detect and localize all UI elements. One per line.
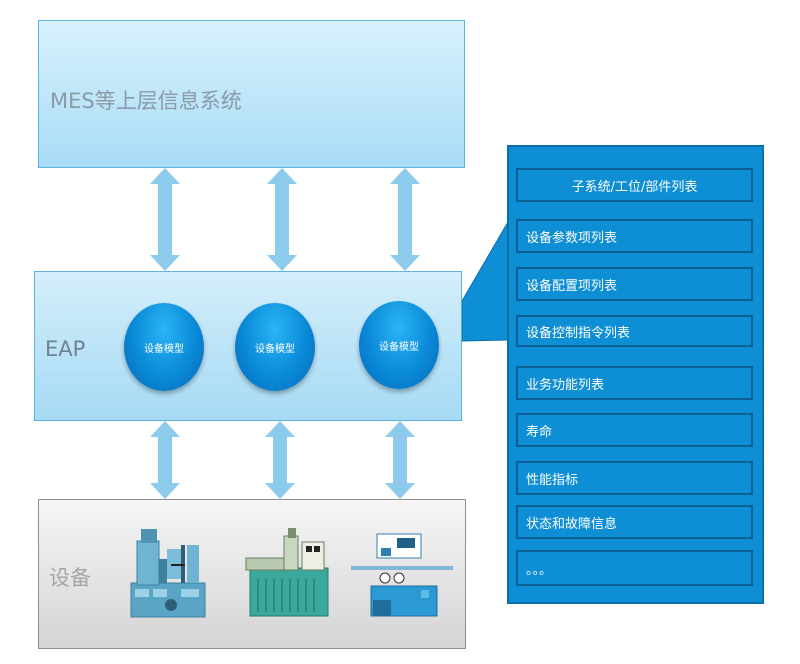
panel-item-subsystem-list: 子系统/工位/部件列表 xyxy=(516,168,753,202)
eap-label: EAP xyxy=(45,337,86,361)
panel-item-label: 设备配置项列表 xyxy=(526,278,618,294)
panel-item-label: 子系统/工位/部件列表 xyxy=(571,179,698,195)
mes-system-label: MES等上层信息系统 xyxy=(50,89,242,113)
equipment-model-label: 设备模型 xyxy=(379,341,419,353)
panel-item-control-command-list: 设备控制指令列表 xyxy=(516,315,753,347)
double-arrow-lower-1 xyxy=(150,421,180,499)
equipment-label: 设备 xyxy=(49,566,91,590)
panel-item-label: 状态和故障信息 xyxy=(526,516,618,532)
panel-item-label: 寿命 xyxy=(526,424,553,440)
panel-item-label: 设备控制指令列表 xyxy=(526,325,631,341)
panel-item-lifetime: 寿命 xyxy=(516,413,753,447)
double-arrow-lower-2 xyxy=(265,421,295,499)
equipment-model-label: 设备模型 xyxy=(144,343,184,355)
equipment-model-label: 设备模型 xyxy=(255,343,295,355)
mes-system-box: MES等上层信息系统 xyxy=(38,20,465,168)
panel-item-config-list: 设备配置项列表 xyxy=(516,267,753,301)
panel-item-ellipsis: 。。。 xyxy=(516,550,753,586)
panel-item-performance: 性能指标 xyxy=(516,461,753,495)
panel-item-label: 。。。 xyxy=(526,562,553,578)
double-arrow-lower-3 xyxy=(385,421,415,499)
equipment-model-detail-panel: 子系统/工位/部件列表 设备参数项列表 设备配置项列表 设备控制指令列表 业务功… xyxy=(507,145,764,604)
equipment-model-circle-1: 设备模型 xyxy=(124,303,204,391)
equipment-box: 设备 xyxy=(38,499,466,649)
panel-item-label: 性能指标 xyxy=(526,472,579,488)
double-arrow-upper-1 xyxy=(150,168,180,271)
machine-tool-1-icon xyxy=(130,529,206,618)
eap-box: EAP 设备模型 设备模型 设备模型 xyxy=(34,271,462,421)
panel-item-function-list: 业务功能列表 xyxy=(516,366,753,400)
double-arrow-upper-3 xyxy=(390,168,420,271)
panel-item-parameter-list: 设备参数项列表 xyxy=(516,219,753,253)
equipment-model-circle-2: 设备模型 xyxy=(235,303,315,391)
double-arrow-upper-2 xyxy=(267,168,297,271)
equipment-model-circle-3: 设备模型 xyxy=(359,301,439,389)
panel-item-label: 业务功能列表 xyxy=(526,377,605,393)
panel-item-label: 设备参数项列表 xyxy=(526,230,618,246)
injection-machine-icon xyxy=(245,528,329,617)
panel-item-status-fault: 状态和故障信息 xyxy=(516,505,753,539)
grinding-machine-icon xyxy=(351,533,453,617)
